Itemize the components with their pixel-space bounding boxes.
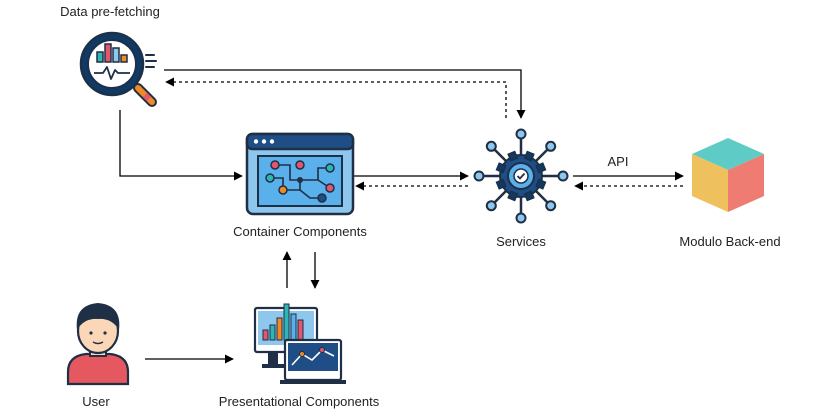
node-container-label: Container Components xyxy=(233,224,367,239)
gear-tooth xyxy=(495,178,507,190)
network-spoke xyxy=(534,189,549,204)
network-node xyxy=(473,170,485,182)
node-container: Container Components xyxy=(233,132,367,239)
gear-tooth xyxy=(535,162,547,174)
node-backend: Modulo Back-end xyxy=(679,138,781,249)
gear-tooth xyxy=(495,162,507,174)
network-spoke xyxy=(493,189,508,204)
node-prefetch: Data pre-fetching xyxy=(60,4,160,107)
network-node xyxy=(557,170,569,182)
browser-circuit-icon xyxy=(245,132,355,216)
edges: API xyxy=(119,69,684,364)
gear-tooth xyxy=(507,190,519,202)
node-services: Services xyxy=(473,128,569,249)
magnifier-chart-icon xyxy=(79,31,157,107)
network-node xyxy=(545,200,557,212)
network-node xyxy=(545,140,557,152)
node-prefetch-label: Data pre-fetching xyxy=(60,4,160,19)
cube-icon xyxy=(692,138,764,212)
user-avatar-icon xyxy=(66,303,130,386)
network-node xyxy=(485,140,497,152)
gear-tooth xyxy=(523,150,535,162)
node-user: User xyxy=(66,303,130,409)
network-node xyxy=(515,128,527,140)
network-node xyxy=(485,200,497,212)
node-user-label: User xyxy=(82,394,110,409)
node-presentational: Presentational Components xyxy=(219,303,380,409)
edge-label-api: API xyxy=(608,154,629,169)
node-presentational-label: Presentational Components xyxy=(219,394,380,409)
gear-tooth xyxy=(523,190,535,202)
node-backend-label: Modulo Back-end xyxy=(679,234,780,249)
monitor-dashboard-icon xyxy=(253,303,346,384)
node-services-label: Services xyxy=(496,234,546,249)
edge-services-to-prefetch xyxy=(165,77,507,118)
gear-tooth xyxy=(507,150,519,162)
network-spoke xyxy=(493,148,508,163)
edge-prefetch-to-services xyxy=(164,69,526,119)
network-spoke xyxy=(534,148,549,163)
gear-network-icon xyxy=(473,128,569,224)
network-node xyxy=(515,212,527,224)
edge-prefetch-to-container xyxy=(119,110,243,181)
gear-tooth xyxy=(535,178,547,190)
